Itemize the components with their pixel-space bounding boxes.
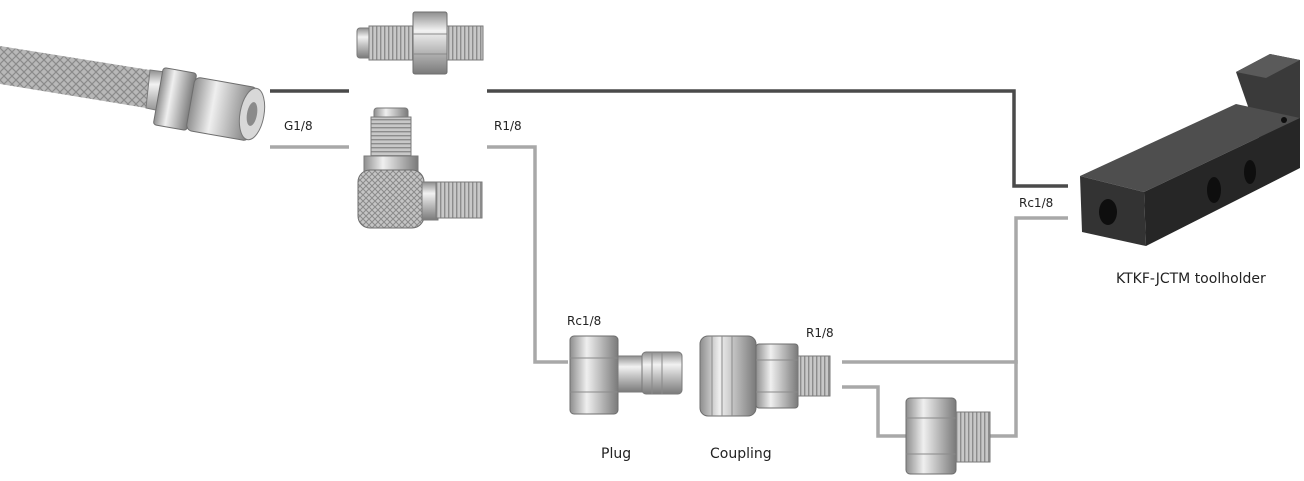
direct-line-to-toolholder (487, 91, 1068, 186)
coupling-line-to-toolholder (842, 218, 1068, 362)
label-rc18-thread-toolholder: Rc1/8 (1019, 196, 1053, 210)
braided-hose-image (0, 46, 268, 142)
label-rc18-thread-plug: Rc1/8 (567, 314, 601, 328)
hex-adapter-image (906, 398, 990, 474)
coupling-image (700, 336, 830, 416)
straight-connector-image (357, 12, 483, 74)
toolholder-image (1080, 54, 1300, 246)
caption-plug: Plug (601, 446, 631, 462)
elbow-connector-image (358, 108, 482, 228)
adapter-line-to-toolholder (990, 360, 1016, 436)
caption-toolholder: KTKF-JCTM toolholder (1116, 271, 1266, 287)
plug-image (570, 336, 682, 414)
label-g18-thread: G1/8 (284, 119, 313, 133)
caption-coupling: Coupling (710, 446, 772, 462)
label-r18-thread-coupling: R1/8 (806, 326, 834, 340)
label-r18-thread-upper: R1/8 (494, 119, 522, 133)
elbow-line-to-plug (487, 147, 568, 362)
coupling-line-to-adapter (842, 387, 906, 436)
